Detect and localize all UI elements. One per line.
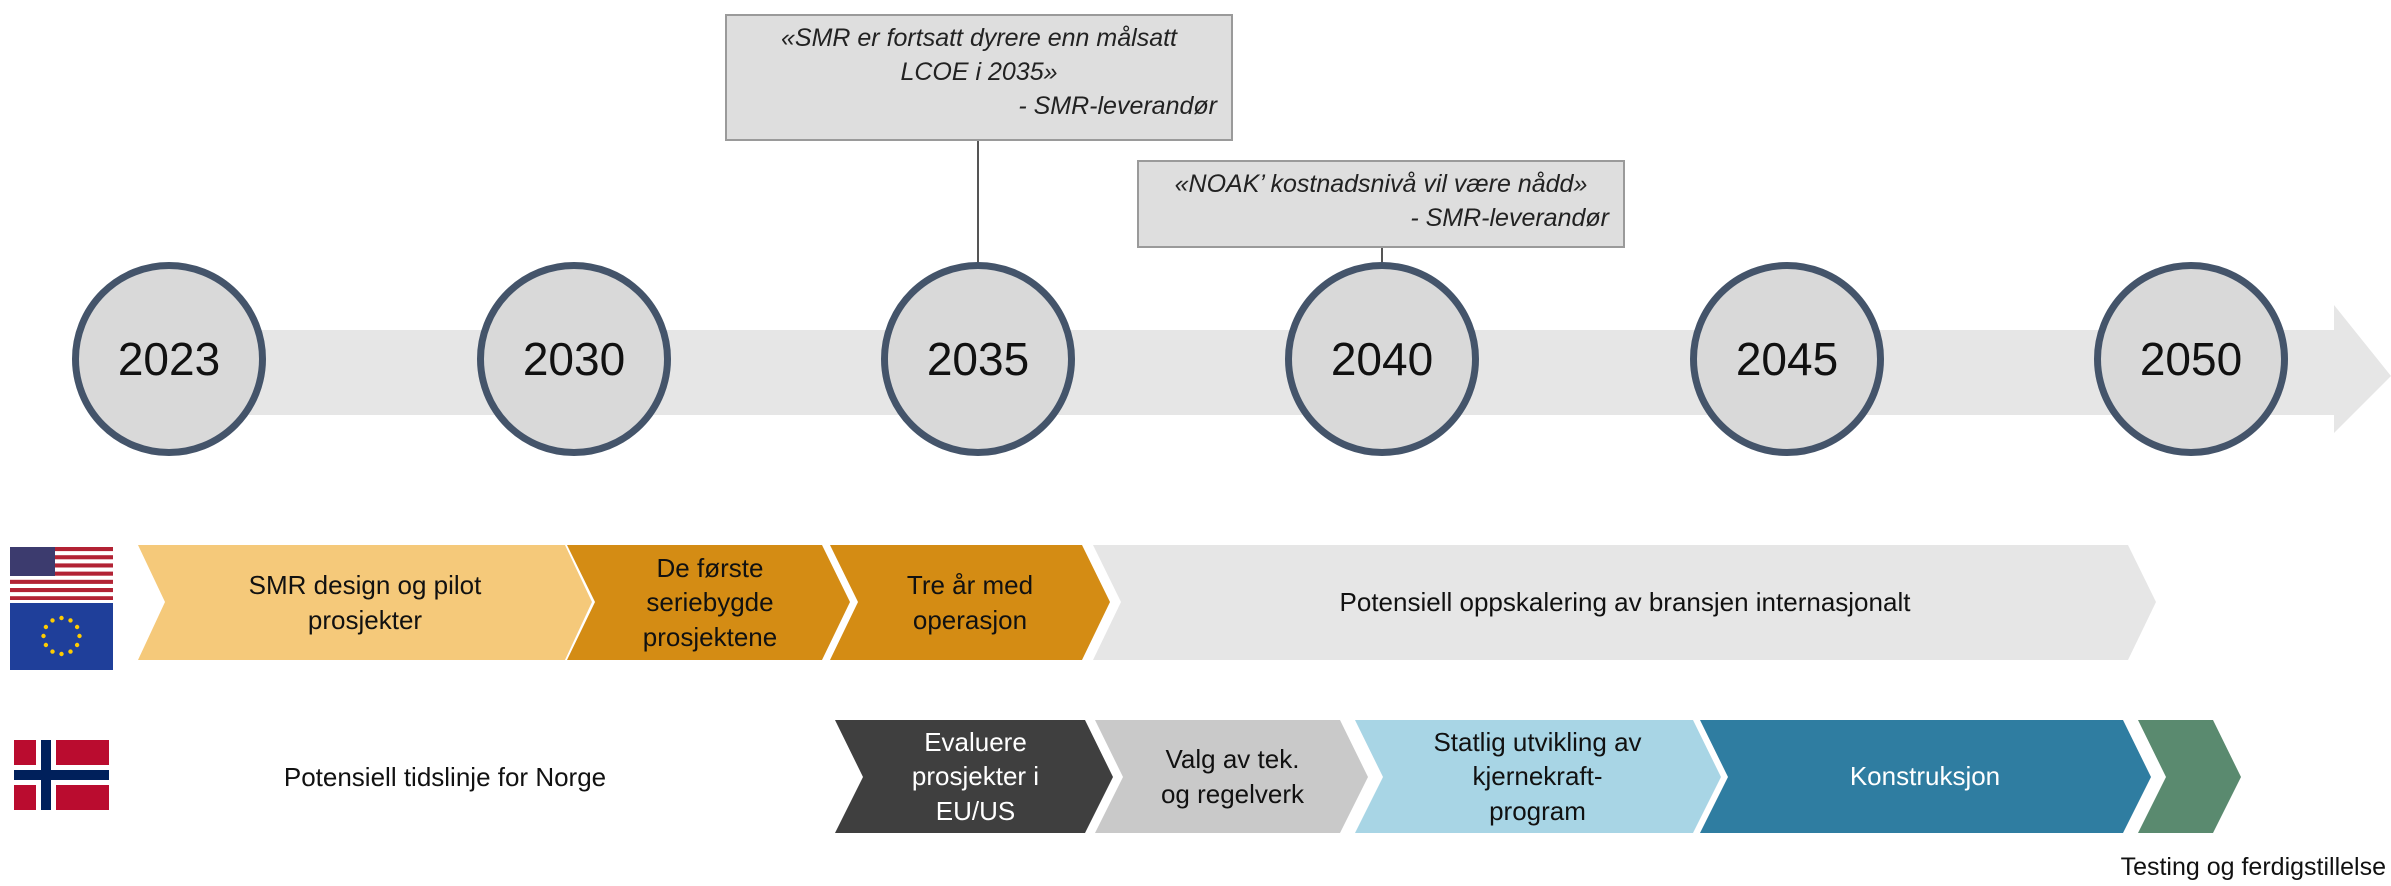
quote-box-2040: «NOAK’ kostnadsnivå vil være nådd» - SMR… [1137,160,1625,248]
norway-phase-label: Statlig utvikling av kjernekraft- progra… [1433,727,1642,826]
quote-text: «NOAK’ kostnadsnivå vil være nådd» [1174,170,1588,198]
year-2023: 2023 [72,262,266,456]
norway-phase-statlig-utvikling [1355,720,1721,833]
year-2035: 2035 [881,262,1075,456]
norway-phase-label: Konstruksjon [1849,761,2001,792]
testing-label: Testing og ferdigstillelse [2120,852,2386,881]
norway-phase-testing [2138,720,2241,833]
year-2045: 2045 [1690,262,1884,456]
year-label: 2050 [2139,333,2243,385]
norway-phase-konstruksjon [1700,720,2151,833]
intl-phase-label: SMR design og pilot prosjekter [248,570,482,635]
norway-phase-label: Valg av tek. og regelverk [1160,744,1305,809]
intl-phase-tre-ar-operasjon [830,545,1110,660]
quote-box-2035: «SMR er fortsatt dyrere enn målsatt LCOE… [725,14,1233,141]
year-2030: 2030 [477,262,671,456]
year-2050: 2050 [2094,262,2288,456]
quote-text: «SMR er fortsatt dyrere enn målsatt LCOE… [781,24,1177,86]
intl-phase-label: Tre år med operasjon [906,570,1034,635]
intl-phase-label: Potensiell oppskalering av bransjen inte… [1339,587,1911,618]
intl-phase-forste-seriebygde [567,545,850,660]
year-label: 2023 [117,333,221,385]
year-label: 2040 [1330,333,1434,385]
quote-source: - SMR-leverandør [1018,91,1217,120]
year-label: 2045 [1735,333,1839,385]
norway-timeline-label: Potensiell tidslinje for Norge [283,762,607,793]
norway-phase-label: Evaluere prosjekter i EU/US [911,727,1040,826]
eu-flag [10,603,113,670]
year-label: 2035 [926,333,1030,385]
intl-phase-label: De første seriebygde prosjektene [642,553,778,652]
usa-flag [10,547,113,600]
year-label: 2030 [522,333,626,385]
norway-phase-evaluere [835,720,1113,833]
norway-flag [14,740,109,810]
intl-phase-oppskalering [1093,545,2156,660]
norway-phase-valg-tek [1095,720,1368,833]
quote-source: - SMR-leverandør [1410,203,1609,232]
year-2040: 2040 [1285,262,1479,456]
intl-phase-smr-design [138,545,592,660]
